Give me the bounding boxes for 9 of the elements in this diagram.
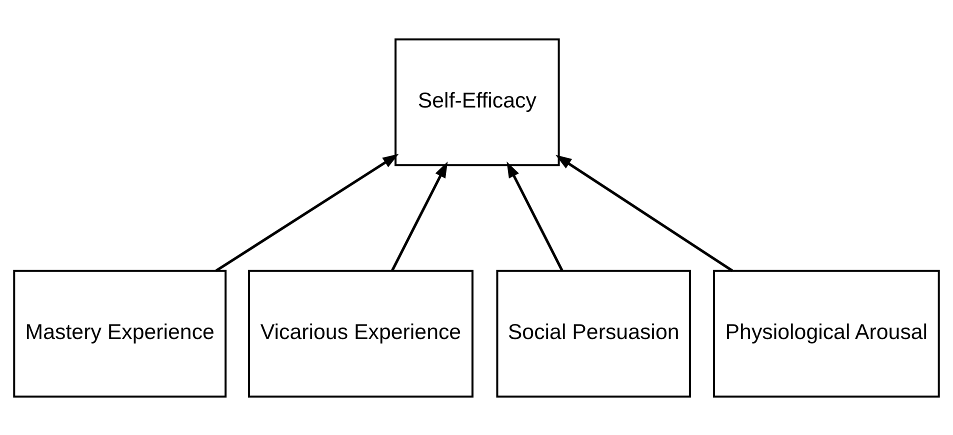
arrow <box>506 161 564 271</box>
node-box: Self-Efficacy <box>394 38 560 166</box>
arrow <box>391 161 448 271</box>
node-box: Physiological Arousal <box>713 269 940 398</box>
node-box: Vicarious Experience <box>248 269 474 398</box>
node-box: Social Persuasion <box>496 269 691 398</box>
arrow <box>556 154 734 272</box>
node-box: Mastery Experience <box>13 269 227 398</box>
arrow <box>215 153 399 272</box>
